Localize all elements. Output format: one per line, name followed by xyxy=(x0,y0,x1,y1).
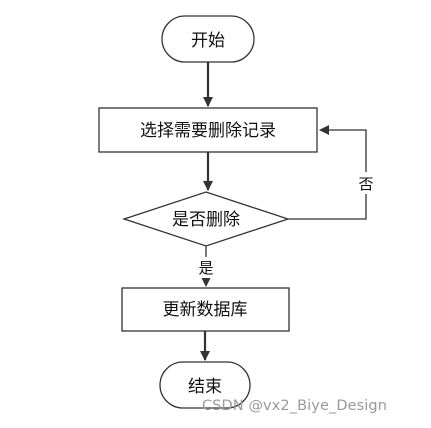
end-label: 结束 xyxy=(188,377,222,397)
update-db-label: 更新数据库 xyxy=(163,300,248,320)
start-node: 开始 xyxy=(161,15,255,63)
watermark: CSDN @vx2_Biye_Design xyxy=(202,398,387,414)
confirm-delete-node: 是否删除 xyxy=(121,191,291,247)
no-label: 否 xyxy=(358,175,373,193)
select-record-node: 选择需要删除记录 xyxy=(98,107,318,153)
yes-label: 是 xyxy=(198,259,213,277)
start-label: 开始 xyxy=(191,31,225,51)
update-db-node: 更新数据库 xyxy=(121,287,290,332)
confirm-delete-label: 是否删除 xyxy=(172,210,240,230)
end-node: 结束 xyxy=(159,361,251,409)
select-record-label: 选择需要删除记录 xyxy=(140,121,276,141)
